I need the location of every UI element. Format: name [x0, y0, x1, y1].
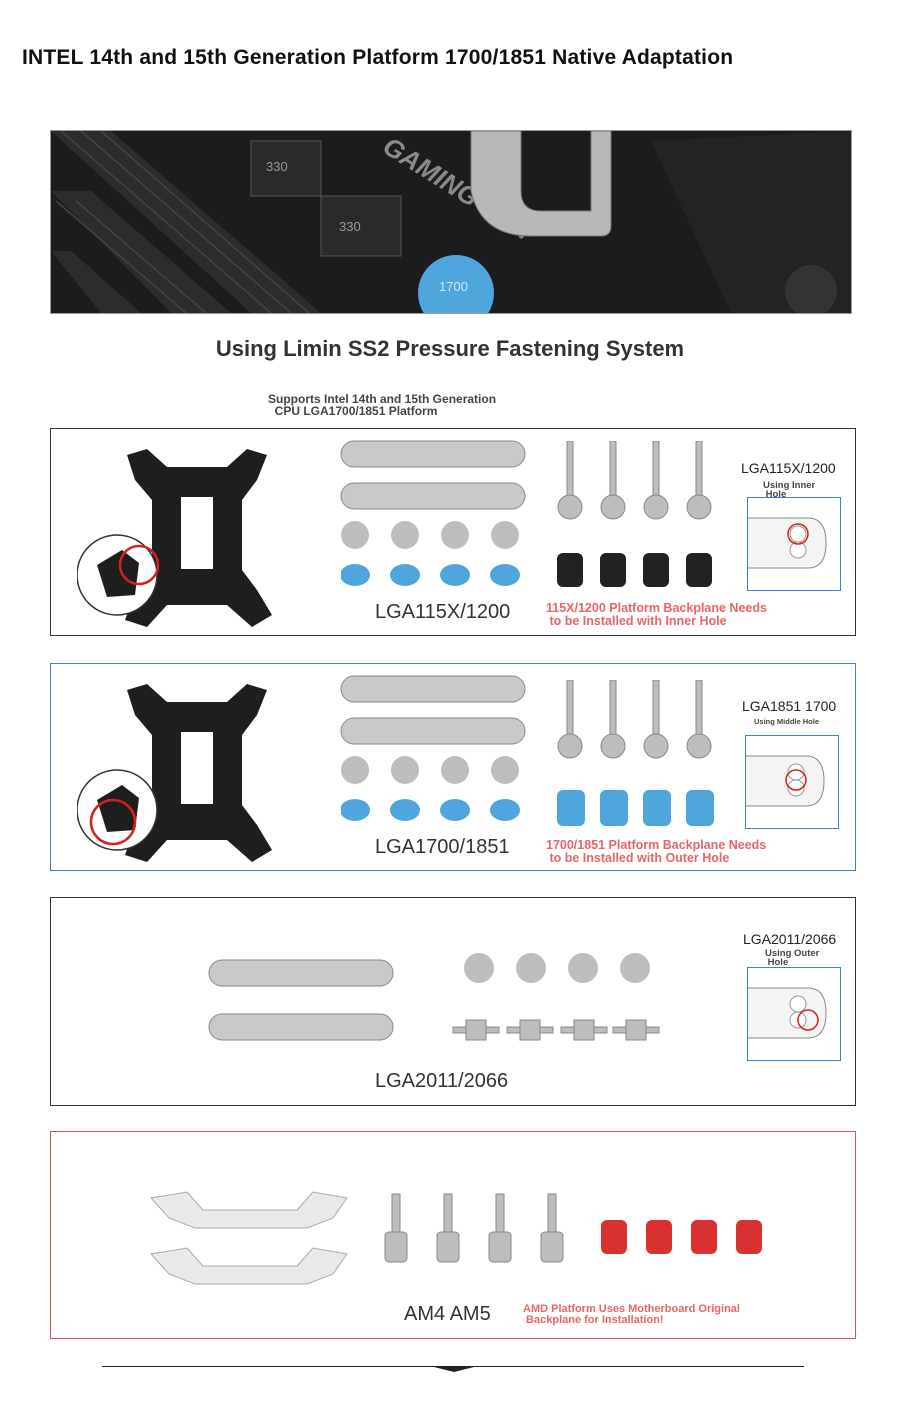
- motherboard-banner-image: 330 330 GAMING WIFI 1700: [50, 130, 852, 314]
- hole-title: LGA2011/2066: [743, 931, 837, 947]
- thumb-nuts: [464, 953, 650, 983]
- backplate-image: [77, 684, 272, 862]
- install-note: AMD Platform Uses Motherboard Original B…: [523, 1303, 740, 1326]
- support-text: Supports Intel 14th and 15th Generation …: [268, 392, 497, 418]
- amd-spacers: [601, 1220, 762, 1254]
- thumb-nuts: [341, 521, 519, 549]
- washer-label: 1700: [439, 279, 468, 294]
- screws: [557, 680, 712, 759]
- page-title: INTEL 14th and 15th Generation Platform …: [22, 46, 734, 69]
- panel-amd: AM4 AM5 AMD Platform Uses Motherboard Or…: [50, 1131, 856, 1339]
- hole-diagram: [747, 967, 841, 1061]
- amd-mounting-bars: [150, 1191, 348, 1285]
- section-subtitle: Using Limin SS2 Pressure Fastening Syste…: [215, 336, 685, 361]
- hole-diagram: [745, 735, 839, 829]
- platform-label: AM4 AM5: [404, 1303, 491, 1325]
- panel-lga1700: LGA1700/1851 1700/1851 Platform Backplan…: [50, 663, 856, 871]
- hole-subtitle: Using Outer Hole: [765, 948, 820, 968]
- amd-screws: [384, 1193, 564, 1263]
- spacers: [557, 790, 714, 826]
- thumb-nuts: [341, 756, 519, 784]
- screws: [557, 441, 712, 520]
- washers: [341, 799, 520, 821]
- standoffs: [452, 1019, 660, 1041]
- install-note: 1700/1851 Platform Backplane Needs to be…: [546, 838, 767, 865]
- mounting-bars: [208, 959, 394, 1041]
- down-arrow-icon: [430, 1366, 478, 1372]
- hole-title: LGA1851 1700: [742, 698, 837, 714]
- washers: [341, 564, 520, 586]
- hole-subtitle: Using Middle Hole: [754, 717, 820, 726]
- panel-lga2011: LGA2011/2066 LGA2011/2066 Using Outer Ho…: [50, 897, 856, 1106]
- hole-subtitle: Using Inner Hole: [763, 480, 816, 500]
- backplate-image: [77, 449, 272, 627]
- chip-label-2: 330: [339, 219, 361, 234]
- mounting-bars: [340, 440, 526, 510]
- panel-lga115x: LGA115X/1200 115X/1200 Platform Backplan…: [50, 428, 856, 636]
- chip-label-1: 330: [266, 159, 288, 174]
- platform-label: LGA2011/2066: [375, 1070, 509, 1092]
- spacers: [557, 553, 712, 587]
- mounting-bars: [340, 675, 526, 745]
- hole-title: LGA115X/1200: [741, 460, 836, 476]
- platform-label: LGA115X/1200: [375, 601, 511, 623]
- install-note: 115X/1200 Platform Backplane Needs to be…: [546, 601, 767, 628]
- platform-label: LGA1700/1851: [375, 836, 510, 858]
- hole-diagram: [747, 497, 841, 591]
